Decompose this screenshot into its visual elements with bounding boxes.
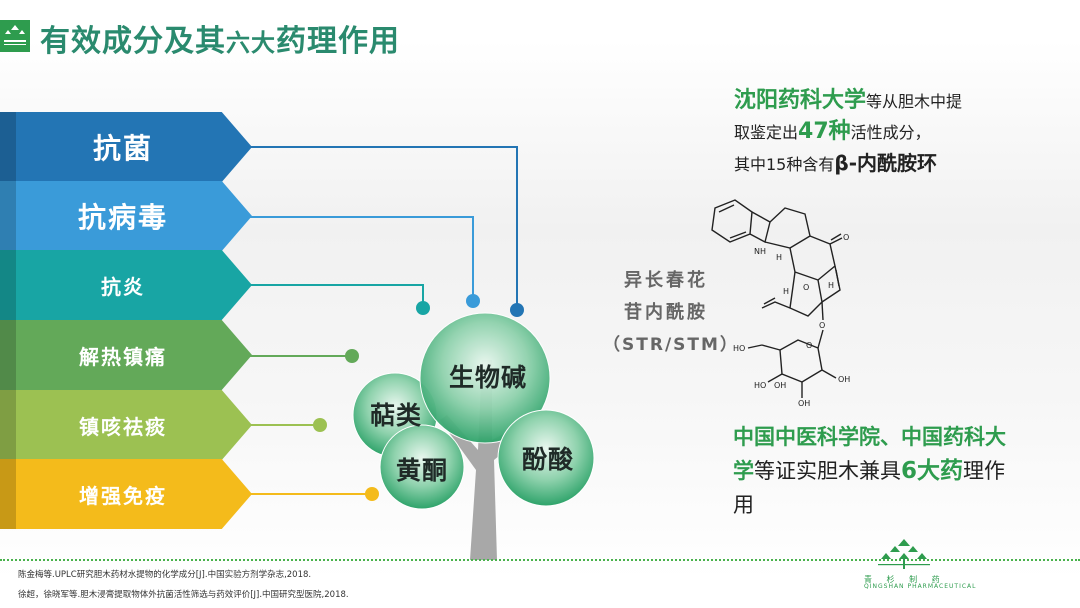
molecule-name-line1: 异长春花 <box>624 270 708 291</box>
reference-2: 徐超，徐晓军等.胆木浸膏提取物体外抗菌活性筛选与药效评价[J].中国研究型医院,… <box>18 590 349 600</box>
brand-name-cn: 青 杉 制 药 <box>864 575 946 584</box>
molecule-name-line3: （STR/STM） <box>603 335 739 355</box>
effect-label: 增强免疫 <box>79 483 167 508</box>
effect-arrow-antipyretic: 解热镇痛 <box>0 320 252 390</box>
connector-dot <box>345 349 359 363</box>
atom-label: H <box>776 253 782 262</box>
component-terpene: 萜类 <box>369 401 423 430</box>
atom-label: NH <box>754 247 766 256</box>
effect-arrow-immunity: 增强免疫 <box>0 459 252 529</box>
reference-1: 陈金梅等.UPLC研究胆木药材水提物的化学成分[J].中国实验方剂学杂志,201… <box>18 570 312 580</box>
page-title: 有效成分及其六大药理作用 <box>40 16 400 60</box>
brand-name-en: QINGSHAN PHARMACEUTICAL <box>864 583 977 590</box>
effect-label: 解热镇痛 <box>79 344 167 369</box>
title-small: 六大 <box>226 29 276 57</box>
molecule-structure-diagram: NH H H H O O O O HO OH OH HO OH <box>711 199 850 408</box>
effect-arrow-antibacterial: 抗菌 <box>0 112 252 182</box>
canopy-circle-flavone <box>379 424 465 510</box>
atom-label: OH <box>774 381 786 390</box>
connector-line <box>230 146 518 310</box>
connector-dot <box>313 418 327 432</box>
brand-tree-icon <box>878 539 930 569</box>
research-note-2: 中国中医科学院、中国药科大学等证实胆木兼具6大药理作用 <box>733 425 1006 517</box>
effect-arrow-anti-inflammatory: 抗炎 <box>0 250 252 320</box>
atom-label: HO <box>754 381 766 390</box>
connector-line <box>235 216 474 301</box>
canopy-circle-alkaloid <box>419 312 551 444</box>
tree-logo-icon <box>4 25 26 45</box>
component-alkaloid: 生物碱 <box>448 363 528 392</box>
atom-label: HO <box>733 344 745 353</box>
component-flavone: 黄酮 <box>395 456 449 485</box>
molecule-name-line2: 苷内酰胺 <box>624 302 708 323</box>
canopy-circle-phenolic <box>497 409 595 507</box>
effect-label: 抗病毒 <box>77 201 168 234</box>
research-note-1-line3: 其中15种含有β-内酰胺环 <box>734 151 937 175</box>
connector-dot <box>466 294 480 308</box>
component-phenolic-acid: 酚酸 <box>521 445 575 474</box>
atom-label: O <box>819 321 825 330</box>
title-main: 有效成分及其 <box>40 24 226 59</box>
effect-label: 镇咳祛痰 <box>79 414 167 439</box>
effect-arrow-antiviral: 抗病毒 <box>0 181 252 251</box>
research-note-1-line2: 取鉴定出47种活性成分， <box>734 119 931 144</box>
atom-label: OH <box>838 375 850 384</box>
brand-logo-box <box>0 20 30 52</box>
title-end: 药理作用 <box>276 24 400 59</box>
atom-label: O <box>843 233 849 242</box>
research-note-1-line1: 沈阳药科大学等从胆木中提 <box>734 88 963 113</box>
connector-dot <box>365 487 379 501</box>
atom-label: O <box>803 283 809 292</box>
footer-divider <box>0 559 1080 561</box>
tree-trunk <box>440 360 533 560</box>
atom-label: H <box>828 281 834 290</box>
effect-arrow-antitussive: 镇咳祛痰 <box>0 390 252 460</box>
connector-line <box>240 284 424 308</box>
atom-label: O <box>806 341 812 350</box>
atom-label: OH <box>798 399 810 408</box>
atom-label: H <box>783 287 789 296</box>
connector-dot <box>416 301 430 315</box>
effect-label: 抗菌 <box>92 132 153 165</box>
connector-dot <box>510 303 524 317</box>
effect-label: 抗炎 <box>101 274 145 299</box>
